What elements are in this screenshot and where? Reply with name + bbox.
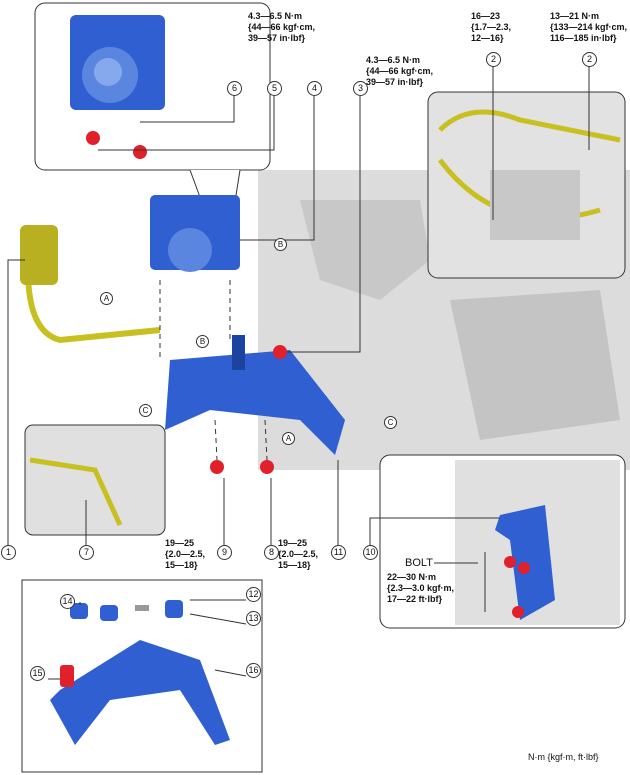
torque-spec-bolt: 22—30 N·m {2.3—3.0 kgf·m, 17—22 ft·lbf}: [387, 572, 455, 604]
letter-b-2: B: [196, 335, 209, 348]
callout-3: 3: [353, 81, 368, 96]
letter-a-2: A: [282, 432, 295, 445]
callout-14: 14: [60, 594, 75, 609]
callout-7: 7: [79, 545, 94, 560]
callout-9: 9: [217, 545, 232, 560]
callout-8: 8: [264, 545, 279, 560]
callout-12: 12: [246, 587, 261, 602]
torque-spec-2b: 13—21 N·m {133—214 kgf·cm, 116—185 in·lb…: [550, 11, 628, 43]
callout-1: 1: [1, 545, 16, 560]
callout-15: 15: [30, 666, 45, 681]
letter-a-1: A: [100, 292, 113, 305]
callout-2b: 2: [582, 52, 597, 67]
torque-spec-8: 19—25 {2.0—2.5, 15—18}: [278, 538, 319, 570]
letter-b-1: B: [274, 238, 287, 251]
callout-13: 13: [246, 611, 261, 626]
callout-5: 5: [267, 81, 282, 96]
torque-spec-3: 4.3—6.5 N·m {44—66 kgf·cm, 39—57 in·lbf}: [366, 55, 434, 87]
callout-10: 10: [363, 545, 378, 560]
inset-pipe-clip: [24, 424, 166, 536]
callout-16: 16: [246, 663, 261, 678]
letter-c-2: C: [384, 416, 397, 429]
letter-c-1: C: [139, 404, 152, 417]
bolt-label: BOLT: [405, 557, 433, 569]
callout-4: 4: [307, 81, 322, 96]
units-note: N·m {kgf·m, ft·lbf}: [528, 752, 599, 762]
callout-2a: 2: [486, 52, 501, 67]
torque-spec-9: 19—25 {2.0—2.5, 15—18}: [165, 538, 206, 570]
torque-spec-5: 4.3—6.5 N·m {44—66 kgf·cm, 39—57 in·lbf}: [248, 11, 316, 43]
callout-11: 11: [331, 545, 346, 560]
torque-spec-2a: 16—23 {1.7—2.3, 12—16}: [471, 11, 512, 43]
callout-6: 6: [227, 81, 242, 96]
